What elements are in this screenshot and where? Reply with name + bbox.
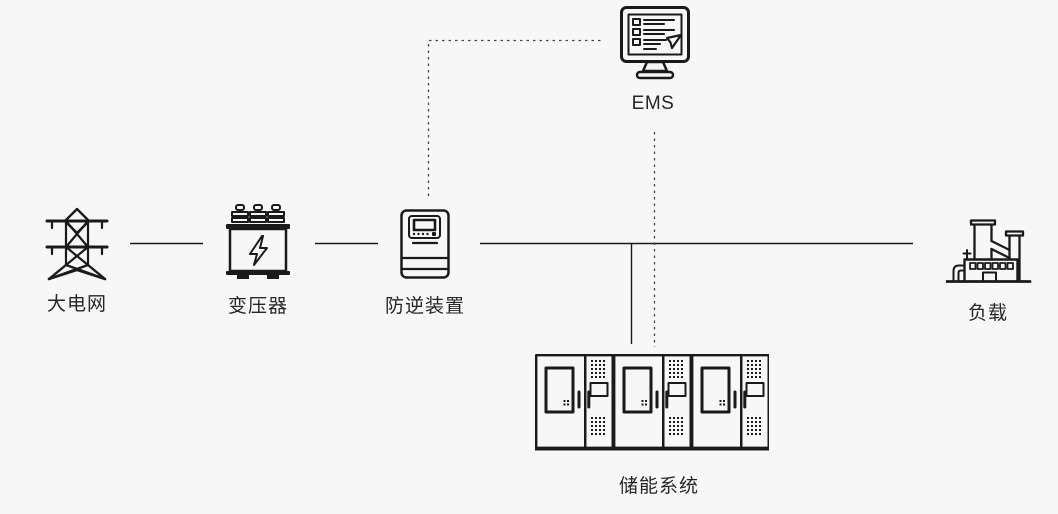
wire-device-ems-dotted [427,39,603,196]
node-transformer [226,204,290,280]
node-ems [620,6,690,80]
monitor-icon [620,6,690,80]
inverter-device-icon [400,209,450,279]
label-ems: EMS [631,93,675,114]
transmission-tower-icon [45,207,109,281]
node-anti-reverse-device [400,209,450,279]
label-grid: 大电网 [46,294,107,315]
node-storage [535,354,769,451]
node-grid [44,206,110,282]
factory-icon [946,219,1032,283]
label-load: 负载 [967,303,1008,324]
label-anti-reverse-device: 防逆装置 [384,296,465,317]
label-transformer: 变压器 [227,296,288,317]
battery-cabinet-row-icon [535,354,769,451]
transformer-icon [226,204,290,279]
label-storage: 储能系统 [618,476,699,497]
node-load [946,219,1032,284]
